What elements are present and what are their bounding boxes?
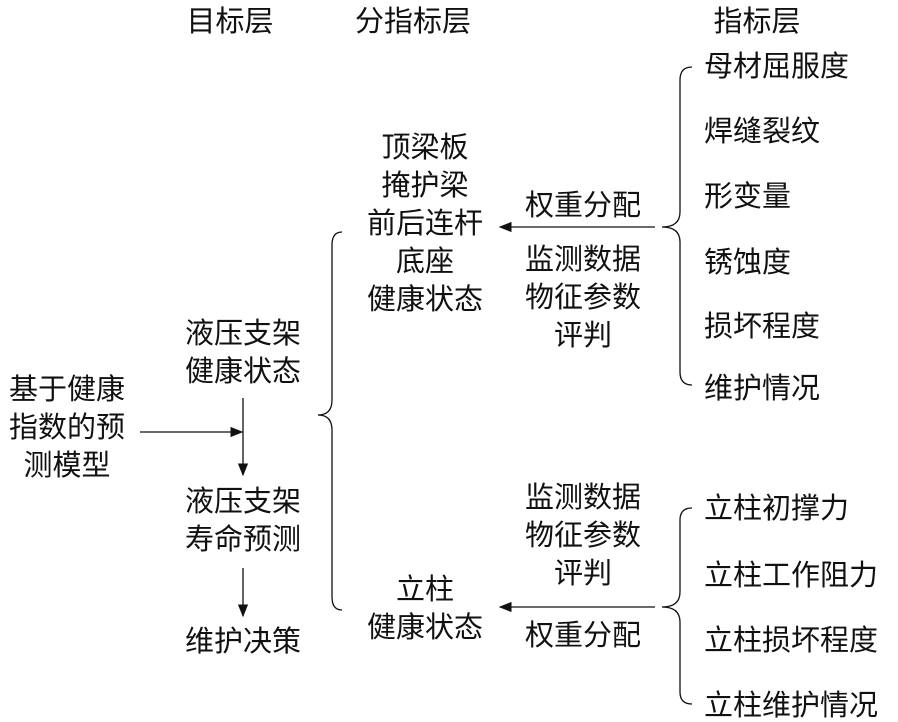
top-weight-label: 权重分配 [524, 188, 642, 222]
line: 物征参数 [524, 518, 642, 552]
line: 评判 [553, 318, 613, 352]
line: 液压支架 [184, 484, 302, 518]
support-life-prediction: 液压支架 寿命预测 [185, 482, 301, 558]
line: 顶梁板 [381, 130, 469, 164]
model-line: 基于健康 [8, 372, 126, 406]
line: 底座 [395, 244, 455, 278]
indicator: 母材屈服度 [704, 49, 850, 83]
brace-bottom-indicators [661, 507, 693, 705]
line: 立柱 [395, 572, 455, 606]
line: 健康状态 [366, 282, 484, 316]
line: 前后连杆 [366, 206, 484, 240]
maintenance-decision: 维护决策 [184, 624, 302, 658]
bottom-weight-label: 权重分配 [524, 618, 642, 652]
top-sub-index: 顶梁板 掩护梁 前后连杆 底座 健康状态 [367, 128, 483, 318]
line: 掩护梁 [381, 168, 469, 202]
indicator: 锈蚀度 [704, 245, 792, 279]
indicator: 维护情况 [704, 371, 821, 405]
line: 液压支架 [184, 316, 302, 350]
line: 寿命预测 [184, 522, 302, 556]
indicator: 立柱损坏程度 [704, 623, 879, 657]
line: 物征参数 [524, 280, 642, 314]
line: 健康状态 [184, 354, 302, 388]
header-index-layer: 指标层 [713, 4, 801, 38]
indicator: 形变量 [704, 179, 792, 213]
model-label: 基于健康 指数的预 测模型 [9, 370, 125, 484]
indicator: 立柱初撑力 [704, 491, 850, 525]
indicator: 立柱维护情况 [704, 688, 879, 722]
top-method-label: 监测数据 物征参数 评判 [525, 240, 641, 354]
header-sub-index-layer: 分指标层 [354, 4, 472, 38]
line: 健康状态 [366, 610, 484, 644]
support-health-state: 液压支架 健康状态 [185, 314, 301, 390]
brace-goal [317, 231, 343, 611]
indicator: 焊缝裂纹 [704, 114, 821, 148]
bottom-sub-index: 立柱 健康状态 [367, 570, 483, 646]
indicator: 立柱工作阻力 [704, 558, 879, 592]
model-line: 指数的预 [8, 410, 126, 444]
line: 监测数据 [524, 242, 642, 276]
model-line: 测模型 [23, 448, 111, 482]
line: 监测数据 [524, 480, 642, 514]
indicator: 损坏程度 [704, 309, 821, 343]
bottom-method-label: 监测数据 物征参数 评判 [525, 478, 641, 592]
brace-top-indicators [661, 66, 693, 386]
header-goal-layer: 目标层 [186, 4, 274, 38]
line: 评判 [553, 556, 613, 590]
